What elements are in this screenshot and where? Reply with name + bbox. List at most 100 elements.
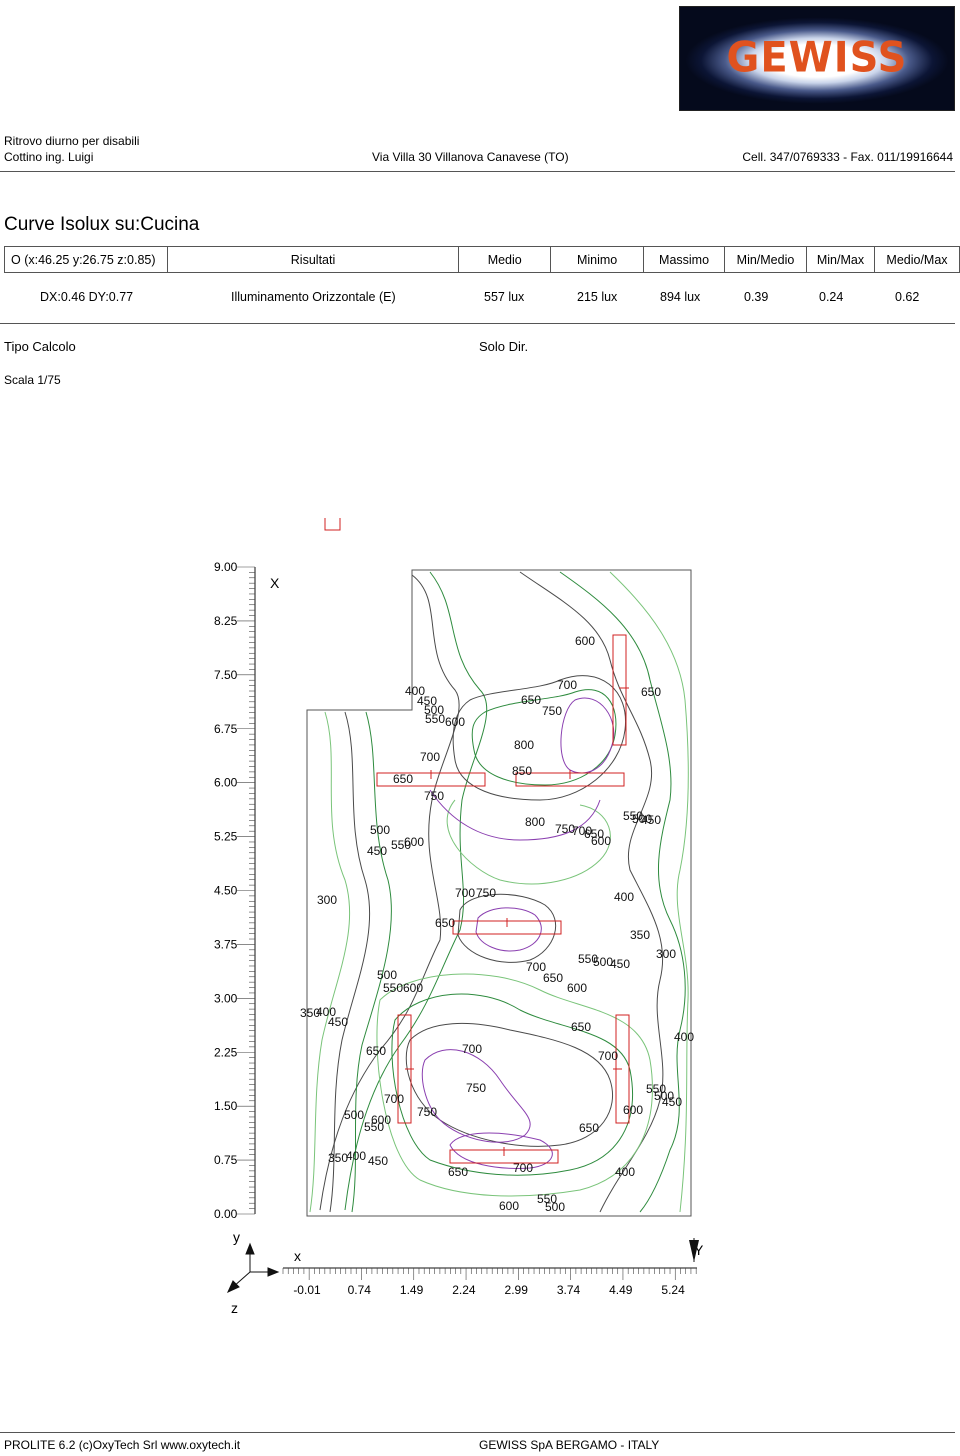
triad-z-label: z xyxy=(231,1300,238,1316)
y-tick-label: 1.50 xyxy=(214,1099,238,1113)
footer-software: PROLITE 6.2 (c)OxyTech Srl www.oxytech.i… xyxy=(4,1438,241,1452)
north-marker xyxy=(324,518,341,531)
contour-label: 450 xyxy=(641,813,661,827)
author-name: Cottino ing. Luigi xyxy=(4,150,94,164)
y-tick-label: 6.00 xyxy=(214,776,238,790)
value-min-max: 0.24 xyxy=(819,290,844,304)
contour-label: 450 xyxy=(610,957,630,971)
contour-label: 400 xyxy=(316,1005,336,1019)
calc-type-value: Solo Dir. xyxy=(479,339,529,354)
isolux-curve xyxy=(429,789,601,841)
contact-info: Cell. 347/0769333 - Fax. 011/19916644 xyxy=(742,150,953,164)
contour-label: 500 xyxy=(424,703,444,717)
y-tick-label: 9.00 xyxy=(214,560,238,574)
contour-label: 450 xyxy=(328,1015,348,1029)
value-min-medio: 0.39 xyxy=(744,290,769,304)
isolux-curve xyxy=(329,711,371,1213)
isolux-curve xyxy=(449,1132,553,1169)
contour-label: 650 xyxy=(435,916,455,930)
y-tick-label: 6.75 xyxy=(214,722,238,736)
contour-label: 400 xyxy=(405,684,425,698)
contour-label: 500 xyxy=(370,823,390,837)
contour-label: 500 xyxy=(344,1108,364,1122)
contour-label: 600 xyxy=(371,1113,391,1127)
contour-label: 550 xyxy=(364,1120,384,1134)
luminaire xyxy=(612,634,627,746)
y-tick-label: 2.25 xyxy=(214,1045,238,1059)
isolux-curve xyxy=(319,574,460,1211)
contour-label: 300 xyxy=(317,893,337,907)
contour-label: 750 xyxy=(417,1105,437,1119)
value-medio: 557 lux xyxy=(484,290,525,304)
contour-label: 550 xyxy=(383,981,403,995)
x-tick-label: 3.74 xyxy=(557,1283,581,1297)
contour-label: 450 xyxy=(417,694,437,708)
contour-label: 700 xyxy=(572,824,592,838)
contour-label: 450 xyxy=(662,1095,682,1109)
x-axis-letter: X xyxy=(270,575,280,591)
contour-label: 800 xyxy=(514,738,534,752)
x-tick-label: 1.49 xyxy=(400,1283,424,1297)
contour-label: 700 xyxy=(526,960,546,974)
results-header-cell: Minimo xyxy=(550,246,645,273)
contour-label: 650 xyxy=(571,1020,591,1034)
y-tick-label: 3.75 xyxy=(214,937,238,951)
y-tick-label: 7.50 xyxy=(214,668,238,682)
header-divider xyxy=(0,171,955,172)
contour-label: 400 xyxy=(615,1165,635,1179)
contour-label: 650 xyxy=(521,693,541,707)
scale-label: Scala 1/75 xyxy=(4,373,61,387)
isolux-curve xyxy=(351,711,392,1213)
y-tick-label: 8.25 xyxy=(214,614,238,628)
results-header-cell: Massimo xyxy=(643,246,726,273)
y-tick-label: 3.00 xyxy=(214,991,238,1005)
contour-label: 600 xyxy=(575,634,595,648)
contour-label: 550 xyxy=(537,1192,557,1206)
page-title: Curve Isolux su:Cucina xyxy=(4,214,200,235)
contour-label: 500 xyxy=(377,968,397,982)
contour-label: 700 xyxy=(455,886,475,900)
contour-label: 700 xyxy=(513,1161,533,1175)
contour-label: 800 xyxy=(525,815,545,829)
isolux-curve xyxy=(560,697,615,774)
triad-x-arrow-icon xyxy=(267,1267,280,1277)
isolux-curve xyxy=(446,799,611,885)
isolux-curve xyxy=(344,571,488,1211)
y-tick-label: 0.75 xyxy=(214,1153,238,1167)
contour-label: 750 xyxy=(424,789,444,803)
contour-label: 600 xyxy=(499,1199,519,1213)
contour-label: 650 xyxy=(393,772,413,786)
y-axis-letter: Y xyxy=(694,1242,704,1258)
x-tick-label: 2.99 xyxy=(505,1283,529,1297)
results-table: O (x:46.25 y:26.75 z:0.85) Risultati Med… xyxy=(4,246,960,273)
triad-y-arrow-icon xyxy=(245,1242,255,1255)
result-type: Illuminamento Orizzontale (E) xyxy=(231,290,396,304)
contour-label: 650 xyxy=(448,1165,468,1179)
table-divider xyxy=(0,323,955,324)
contour-label: 550 xyxy=(425,712,445,726)
y-tick-label: 0.00 xyxy=(214,1207,238,1221)
isolux-curve xyxy=(559,571,686,1213)
contour-label: 600 xyxy=(591,834,611,848)
contour-label: 550 xyxy=(578,952,598,966)
contour-label: 750 xyxy=(542,704,562,718)
triad-y-label: y xyxy=(233,1229,240,1245)
contour-label: 500 xyxy=(593,955,613,969)
contour-label: 650 xyxy=(641,685,661,699)
isolux-curve xyxy=(376,973,653,1197)
project-name: Ritrovo diurno per disabili xyxy=(4,134,140,148)
contour-label: 600 xyxy=(445,715,465,729)
isolux-curve xyxy=(609,571,689,1213)
contour-label: 350 xyxy=(630,928,650,942)
contour-label: 700 xyxy=(462,1042,482,1056)
grid-step: DX:0.46 DY:0.77 xyxy=(40,290,134,304)
contour-label: 600 xyxy=(623,1103,643,1117)
contour-label: 750 xyxy=(555,822,575,836)
y-ruler: 9.008.257.506.756.005.254.503.753.002.25… xyxy=(214,560,256,1221)
contour-label: 350 xyxy=(300,1006,320,1020)
contour-label: 700 xyxy=(598,1049,618,1063)
isolux-curve xyxy=(391,993,633,1176)
contour-label: 550 xyxy=(646,1082,666,1096)
